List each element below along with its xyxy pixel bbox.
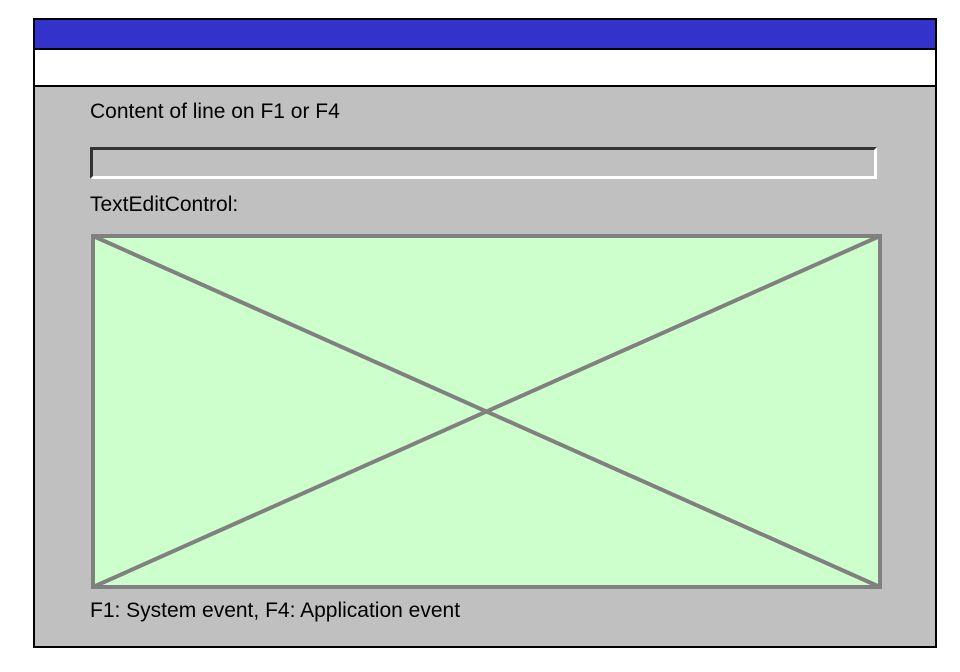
client-area: Content of line on F1 or F4 TextEditCont… bbox=[35, 87, 935, 646]
application-window: Content of line on F1 or F4 TextEditCont… bbox=[33, 18, 937, 648]
text-edit-control-placeholder[interactable] bbox=[91, 234, 882, 589]
crossed-box-placeholder-icon bbox=[91, 234, 882, 589]
line-content-input[interactable] bbox=[90, 147, 877, 179]
window-menubar[interactable] bbox=[35, 50, 935, 87]
line-content-label: Content of line on F1 or F4 bbox=[90, 100, 340, 123]
status-hint-text: F1: System event, F4: Application event bbox=[90, 599, 461, 622]
window-titlebar[interactable] bbox=[35, 20, 935, 50]
text-edit-control-label: TextEditControl: bbox=[90, 193, 239, 216]
